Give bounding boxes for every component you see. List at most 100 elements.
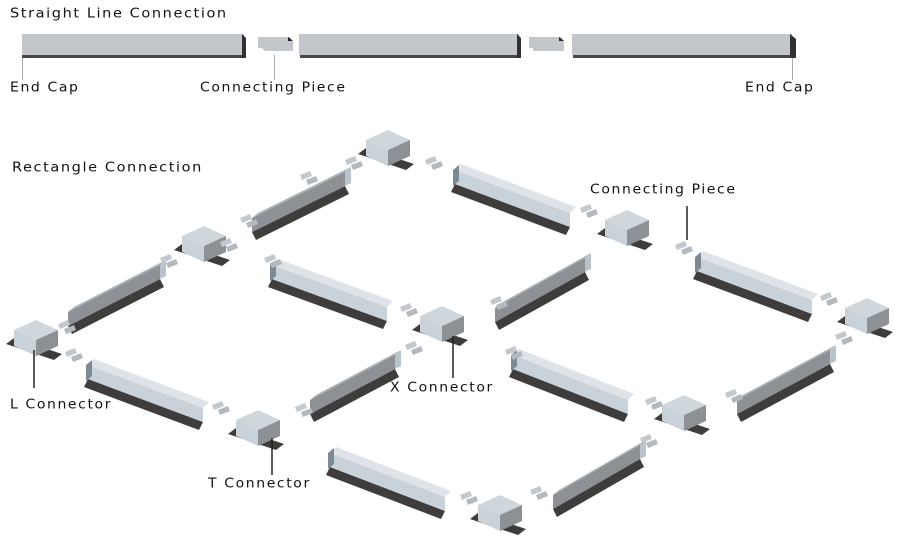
l-connector-right-left (845, 308, 867, 334)
l-connector-bottom-right (500, 505, 522, 531)
connecting-piece-6-a (580, 204, 592, 213)
profile-dr-5-face (513, 355, 628, 414)
connecting-piece-3-a (240, 214, 252, 223)
profile-dr-3-top (455, 164, 576, 213)
profile-ur-1-shadow (68, 279, 164, 334)
connecting-piece-8-b (218, 406, 230, 415)
profile-dr-1-end (86, 360, 92, 381)
connecting-piece-23-a (220, 238, 232, 247)
connecting-piece-7-a (675, 241, 687, 250)
t-connector-right-right (627, 220, 649, 246)
profile-ur-1-face (68, 265, 160, 326)
profile-ur-4-shadow (495, 272, 589, 330)
connecting-piece-21-b (841, 336, 853, 345)
connecting-piece-2-b (166, 259, 178, 268)
connecting-piece-19-b (731, 394, 743, 403)
connecting-piece-14-b (511, 351, 523, 360)
profile-dr-2-shadow (268, 279, 387, 329)
profile-ur-4-top (495, 253, 591, 308)
t-connector-top-left (182, 236, 204, 262)
profile-ur-4-face (495, 258, 585, 322)
connecting-piece-9-b (270, 259, 282, 268)
connecting-piece-13-b (496, 301, 508, 310)
connecting-piece-16-b (536, 491, 548, 500)
l-connector-left-right (36, 330, 58, 356)
straight-profile-3 (572, 34, 796, 58)
end-cap-right-label: End Cap (745, 80, 815, 96)
connecting-piece-20-b (826, 297, 838, 306)
t-connector-lower-right-left (662, 405, 684, 431)
connecting-piece-22-b (71, 353, 83, 362)
profile-ur-5-face (553, 445, 640, 509)
connecting-piece-17-a (640, 434, 652, 443)
connecting-piece-4-b (351, 161, 363, 170)
profile-ur-1-top (68, 260, 166, 312)
connecting-piece-18-a (645, 396, 657, 405)
profile-dr-3-shadow (451, 184, 570, 235)
connecting-piece-6-b (586, 209, 598, 218)
profile-dr-6-face (697, 257, 812, 314)
l-connector-label: L Connector (10, 397, 113, 413)
straight-line-assembly (22, 34, 796, 58)
x-connector-left (420, 316, 442, 342)
profile-dr-1-face (88, 365, 203, 422)
profile-dr-1-top (88, 359, 209, 408)
connecting-piece-24-a (300, 171, 312, 180)
l-connector-bottom-left (478, 505, 500, 531)
connecting-piece-19-a (725, 389, 737, 398)
rectangle-connection-title: Rectangle Connection (12, 160, 203, 176)
profile-ur-3-end (395, 350, 401, 369)
straight-profile-1 (22, 34, 246, 58)
straight-connecting-piece-2 (529, 37, 564, 51)
l-connector-left-left (14, 330, 36, 356)
profile-dr-5-shadow (509, 369, 628, 422)
profile-dr-1-shadow (84, 379, 203, 430)
end-cap-left-label: End Cap (10, 80, 80, 96)
connecting-piece-10-a (400, 303, 412, 312)
straight-profile-2 (299, 34, 521, 58)
profile-ur-6-end (830, 345, 836, 364)
profile-dr-2-top (272, 259, 393, 307)
connecting-piece-14-a (505, 346, 517, 355)
profile-ur-6-top (737, 345, 836, 400)
connecting-piece-11-a (295, 403, 307, 412)
profile-ur-5-top (553, 440, 646, 495)
connecting-piece-9-a (264, 254, 276, 263)
x-connector-label: X Connector (390, 380, 494, 396)
connecting-piece-24-b (306, 176, 318, 185)
connecting-piece-5-b (431, 161, 443, 170)
connecting-piece-15-a (460, 491, 472, 500)
connecting-piece-12-a (405, 341, 417, 350)
rect-connecting-piece-label: Connecting Piece (590, 182, 737, 198)
profile-dr-4-top (330, 447, 451, 497)
profile-ur-2-face (252, 172, 345, 232)
connecting-piece-10-b (406, 308, 418, 317)
rectangle-assembly (6, 130, 893, 535)
connecting-piece-18-b (651, 401, 663, 410)
t-connector-bottom-right (258, 420, 280, 446)
profile-ur-3-top (310, 350, 401, 400)
profile-ur-6-shadow (737, 364, 834, 422)
profile-ur-6-face (737, 350, 830, 414)
t-connector-right-left (605, 220, 627, 246)
connecting-piece-11-b (301, 408, 313, 417)
profile-dr-4-face (330, 453, 445, 511)
profile-ur-5-shadow (553, 459, 644, 517)
profile-dr-5-top (513, 349, 634, 400)
profile-ur-4-end (585, 253, 591, 272)
connecting-piece-21-a (835, 331, 847, 340)
connecting-piece-23-b (226, 243, 238, 252)
straight-line-title: Straight Line Connection (10, 6, 228, 22)
profile-ur-2-shadow (252, 186, 349, 240)
connecting-piece-2-a (160, 254, 172, 263)
connecting-piece-12-b (411, 346, 423, 355)
connecting-piece-label: Connecting Piece (200, 80, 347, 96)
l-connector-right-right (867, 308, 889, 334)
t-connector-lower-right-right (684, 405, 706, 431)
profile-dr-6-end (695, 252, 701, 273)
profile-ur-3-shadow (310, 369, 399, 422)
connecting-piece-15-b (466, 496, 478, 505)
profile-ur-2-top (252, 167, 351, 218)
connecting-piece-13-a (490, 296, 502, 305)
